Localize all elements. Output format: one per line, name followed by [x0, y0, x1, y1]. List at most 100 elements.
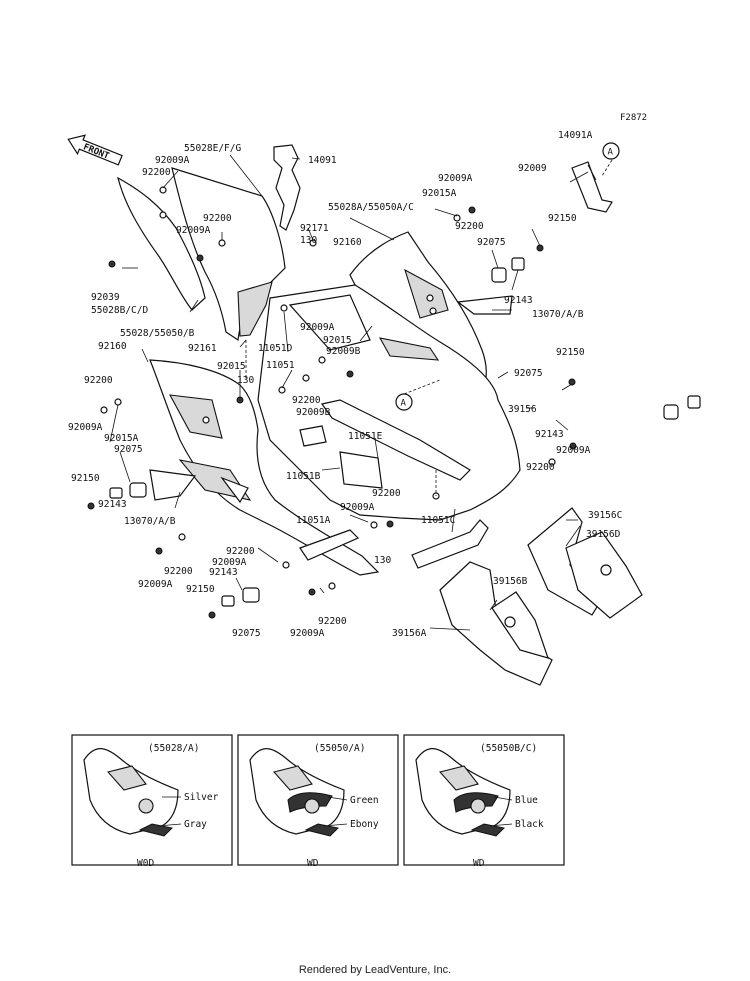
part-label: 92075 [514, 368, 543, 379]
part-label: 39156 [508, 404, 537, 415]
part-label: 55028E/F/G [184, 143, 241, 154]
part-label-list: 14091A 92009 14091 55028E/F/G 92009A 922… [68, 130, 622, 639]
heat-shields-39156 [439, 507, 643, 686]
leader-lines [109, 154, 613, 631]
part-label: 92171 [300, 223, 329, 234]
part-label: 92015A [104, 433, 139, 444]
part-label: 92143 [98, 499, 127, 510]
part-label: 14091 [308, 155, 337, 166]
part-label: 55028B/C/D [91, 305, 148, 316]
part-label: 92160 [333, 237, 362, 248]
part-label: 130 [300, 235, 317, 246]
part-label: 14091A [558, 130, 593, 141]
part-label: 92150 [548, 213, 577, 224]
part-label: 11051A [296, 515, 331, 526]
part-label: 92009A [300, 322, 335, 333]
upper-cowl-left [117, 167, 286, 342]
variant-color: Blue [515, 795, 538, 806]
variant-color: Gray [184, 819, 207, 830]
part-label: 92200 [526, 462, 555, 473]
part-label: 92009A [68, 422, 103, 433]
part-label: 92200 [372, 488, 401, 499]
bracket-14091 [273, 144, 301, 231]
part-label: 92200 [142, 167, 171, 178]
part-label: 92143 [209, 567, 238, 578]
diagram-code: F2872 [620, 113, 647, 123]
variant-suffix: WD [307, 858, 319, 869]
part-label: 92200 [226, 546, 255, 557]
part-label: 92039 [91, 292, 120, 303]
part-label: 92009A [340, 502, 375, 513]
part-label: 92200 [318, 616, 347, 627]
variant-color: Ebony [350, 819, 379, 830]
part-label: 130 [237, 375, 254, 386]
variant-suffix: W0D [137, 858, 154, 869]
part-label: 92150 [186, 584, 215, 595]
variant-color: Silver [184, 792, 219, 803]
variant-panel-2: (55050/A) Green Ebony WD [237, 734, 399, 869]
part-label: 55028/55050/B [120, 328, 195, 339]
part-label: 92009A [438, 173, 473, 184]
part-label: 11051C [421, 515, 455, 526]
footer-credit: Rendered by LeadVenture, Inc. [298, 964, 452, 976]
part-label: 11051 [266, 360, 295, 371]
part-label: 92150 [556, 347, 585, 358]
part-label: 92015 [323, 335, 352, 346]
part-label: 92150 [71, 473, 100, 484]
part-label: 39156D [586, 529, 621, 540]
part-label: 92143 [535, 429, 564, 440]
part-label: 92075 [477, 237, 506, 248]
trim-11051c [411, 519, 489, 569]
bracket-14091a: A [571, 142, 620, 213]
part-label: 92143 [504, 295, 533, 306]
ref-marker-a-lower-icon: A [395, 393, 413, 411]
variant-panel-3: (55050B/C) Blue Black WD [403, 734, 565, 869]
part-label: 11051B [286, 471, 321, 482]
front-arrow-icon: FRONT [67, 134, 123, 166]
variant-code: (55050B/C) [480, 743, 537, 754]
part-label: 92009A [290, 628, 325, 639]
part-label: 55028A/55050A/C [328, 202, 414, 213]
duct-13070-left [149, 469, 197, 501]
variant-code: (55050/A) [314, 743, 365, 754]
part-label: 92200 [203, 213, 232, 224]
variant-color: Green [350, 795, 379, 806]
part-label: 92200 [292, 395, 321, 406]
part-label: 13070/A/B [532, 309, 584, 320]
fasteners [87, 186, 701, 619]
variant-code: (55028/A) [148, 743, 199, 754]
trim-11051e [299, 425, 327, 447]
part-label: 92075 [232, 628, 261, 639]
part-label: 92015A [422, 188, 457, 199]
part-label: 92161 [188, 343, 217, 354]
trim-11051a [299, 529, 360, 561]
part-label: 11051E [348, 431, 383, 442]
part-label: 92009B [296, 407, 331, 418]
side-cowl-left [149, 359, 380, 576]
part-label: 92009A [556, 445, 591, 456]
part-label: 92009B [326, 346, 361, 357]
part-label: 92200 [84, 375, 113, 386]
trim-11051b [339, 451, 383, 489]
part-label: 92009A [138, 579, 173, 590]
part-label: 92160 [98, 341, 127, 352]
ref-marker-a-lower: A [401, 399, 407, 409]
part-label: 11051D [258, 343, 293, 354]
part-label: 92015 [217, 361, 246, 372]
part-label: 92200 [455, 221, 484, 232]
part-label: 130 [374, 555, 391, 566]
variant-color: Black [515, 819, 544, 830]
parts-diagram: F2872 FRONT A [67, 113, 701, 869]
variant-suffix: WD [473, 858, 485, 869]
part-label: 13070/A/B [124, 516, 176, 527]
part-label: 92009A [212, 557, 247, 568]
lower-cowl [257, 284, 521, 521]
part-label: 92009A [176, 225, 211, 236]
part-label: 92075 [114, 444, 143, 455]
part-label: 92009A [155, 155, 190, 166]
ref-marker-a-top: A [608, 148, 614, 158]
part-label: 39156B [493, 576, 528, 587]
variant-panel-1: (55028/A) Silver Gray W0D [71, 734, 233, 869]
part-label: 92200 [164, 566, 193, 577]
part-label: 39156C [588, 510, 622, 521]
